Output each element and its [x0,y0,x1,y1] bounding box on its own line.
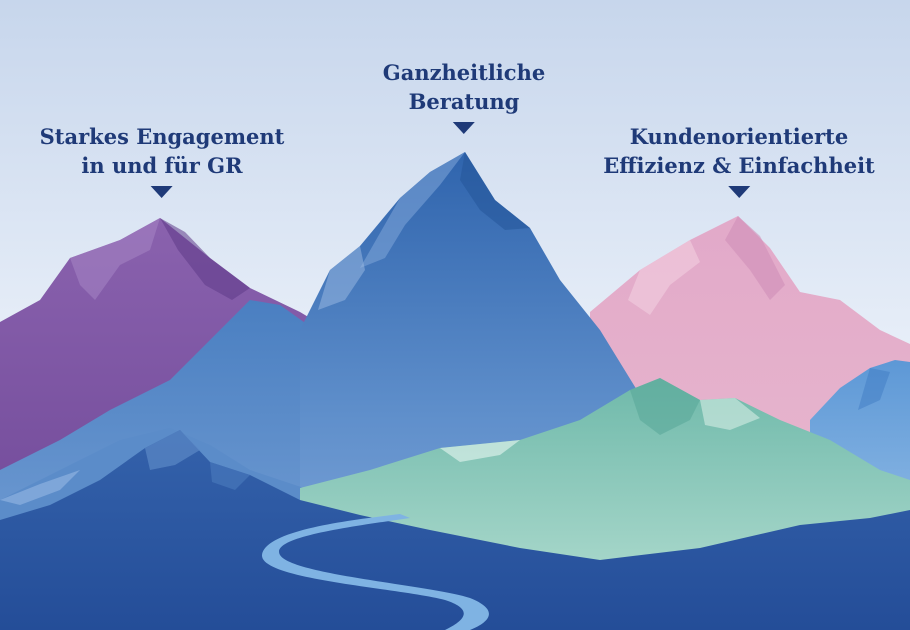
peak-label-engagement: Starkes Engagement in und für GR [39,122,285,198]
triangle-down-icon [452,122,475,134]
triangle-down-icon [151,186,173,198]
peak-label-line: in und für GR [81,153,243,178]
peak-label-line: Kundenorientierte [629,124,849,149]
peak-label-line: Starkes Engagement [39,124,285,149]
peak-label-line: Beratung [408,89,520,114]
peak-label-beratung: Ganzheitliche Beratung [383,58,545,134]
peak-label-line: Effizienz & Einfachheit [603,153,875,178]
triangle-down-icon [727,186,750,198]
peak-label-line: Ganzheitliche [382,60,546,85]
peak-label-effizienz: Kundenorientierte Effizienz & Einfachhei… [603,122,875,198]
